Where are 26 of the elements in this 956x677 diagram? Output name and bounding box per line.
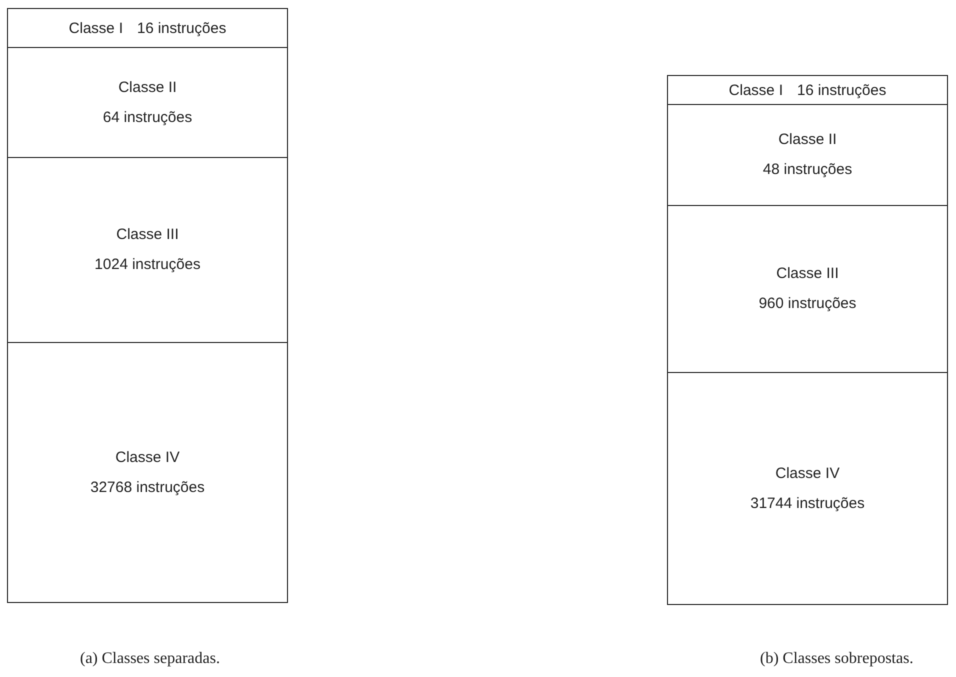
subfigure-caption: (b) Classes sobrepostas. (760, 650, 914, 668)
class-box (667, 75, 948, 105)
instruction-count: 16 instruções (136, 20, 226, 36)
class-box (667, 372, 948, 605)
class-box (7, 47, 288, 158)
instruction-count: 32768 instruções (90, 478, 205, 498)
class-name: Classe III (116, 225, 179, 245)
class-name: Classe IV (115, 448, 180, 468)
class-name: Classe I (68, 20, 123, 36)
class-box (7, 8, 288, 48)
instruction-count: 1024 instruções (94, 255, 200, 275)
class-box (7, 342, 288, 603)
instruction-count: 31744 instruções (750, 494, 865, 514)
class-box (7, 157, 288, 343)
class-box (667, 104, 948, 206)
class-name: Classe II (778, 130, 837, 150)
class-name: Classe IV (775, 464, 840, 484)
instruction-count: 64 instruções (102, 108, 192, 128)
instruction-count: 16 instruções (796, 82, 886, 98)
class-name: Classe II (118, 78, 177, 98)
class-name: Classe III (776, 264, 839, 284)
subfigure-caption: (a) Classes separadas. (80, 650, 220, 668)
instruction-count: 48 instruções (762, 160, 852, 180)
instruction-count: 960 instruções (758, 294, 856, 314)
class-name: Classe I (728, 82, 783, 98)
class-box (667, 205, 948, 373)
